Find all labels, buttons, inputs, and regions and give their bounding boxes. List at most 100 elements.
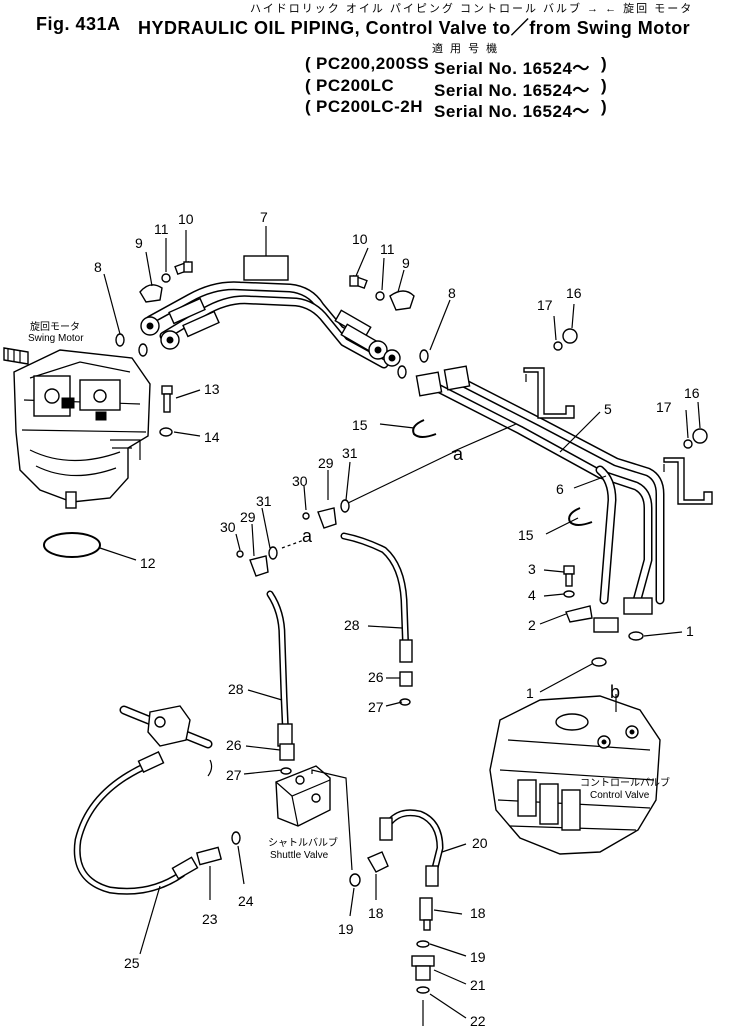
callout-11-left: 11 [154, 221, 169, 237]
model-serial-3: Serial No. 16524～ [434, 102, 590, 121]
split-flange-left [593, 617, 619, 633]
pipe-assembly-5-6 [415, 365, 665, 609]
connection-line-a-lower [281, 539, 305, 549]
o-ring-24 [231, 831, 241, 845]
o-ring-8-left-b [138, 343, 148, 357]
elbow-29-lower [249, 555, 269, 577]
callout-6: 6 [556, 481, 564, 497]
o-ring-31-upper [340, 499, 350, 513]
o-ring-19-upper [349, 873, 361, 887]
bolt-10-right [349, 274, 368, 290]
o-ring-1-right [628, 631, 644, 641]
nut-16-upper [562, 328, 578, 344]
callout-20: 20 [472, 835, 488, 851]
remote-port-block [119, 705, 213, 777]
callout-13: 13 [204, 381, 220, 397]
split-flange-right [623, 597, 653, 615]
o-ring-12 [43, 532, 101, 558]
shuttle-leader [311, 769, 353, 871]
model-serial-2: Serial No. 16524～ [434, 81, 590, 100]
hose-25 [73, 750, 199, 895]
model-paren-right-1: ) [601, 54, 608, 73]
callout-15-upper: 15 [352, 417, 368, 433]
model-paren-left-1: ( [305, 54, 312, 73]
callout-19-lower: 19 [470, 949, 486, 965]
callout-29-lower: 29 [240, 509, 256, 525]
connection-letter-b: b [610, 682, 620, 702]
washer-11-right [375, 291, 385, 301]
o-ring-8-right [397, 365, 407, 379]
clamp-2 [565, 605, 593, 623]
callout-4: 4 [528, 587, 536, 603]
shuttle-valve-label: Shuttle Valve [270, 850, 329, 861]
callout-9-right: 9 [402, 255, 410, 271]
o-ring-19-lower [416, 940, 430, 948]
callout-21: 21 [470, 977, 486, 993]
hose-28-right [340, 532, 413, 663]
callout-11-right: 11 [380, 241, 395, 257]
model-name-2: PC200LC [316, 76, 395, 95]
connector-26-right [399, 671, 413, 687]
model-serial-1: Serial No. 16524～ [434, 59, 590, 78]
callout-17-lower: 17 [656, 399, 672, 415]
callout-1-right: 1 [686, 623, 694, 639]
bolt-13 [161, 385, 173, 413]
connection-line-a-upper [345, 449, 459, 505]
callout-16-upper: 16 [566, 285, 582, 301]
o-ring-8-left [115, 333, 125, 347]
callout-14: 14 [204, 429, 220, 445]
connection-letter-a-upper: a [453, 444, 464, 464]
o-ring-31-lower [268, 546, 278, 560]
model-name-3: PC200LC-2H [316, 97, 424, 116]
callout-8-left: 8 [94, 259, 102, 275]
shuttle-valve-jp-label: シャトルバルブ [268, 836, 338, 849]
callout-30-lower: 30 [220, 519, 236, 535]
model-paren-right-2: ) [601, 76, 608, 95]
washer-17-upper [553, 341, 563, 351]
plug-30-lower [236, 550, 244, 558]
clamp-15-upper [412, 419, 437, 438]
washer-4 [563, 590, 575, 598]
nut-16-lower [692, 428, 708, 444]
callout-22: 22 [470, 1013, 486, 1029]
pipe-assembly-7 [140, 255, 401, 369]
clamp-15-lower [568, 507, 593, 526]
callout-25: 25 [124, 955, 140, 971]
bolt-10-left [174, 260, 193, 276]
o-ring-1-left [591, 657, 607, 667]
control-valve-label: Control Valve [590, 790, 650, 801]
callout-9-left: 9 [135, 235, 143, 251]
callout-8-right: 8 [448, 285, 456, 301]
leader-lines [99, 226, 701, 1019]
washer-17-lower [683, 439, 693, 449]
o-ring-27-left [280, 767, 292, 775]
model-name-1: PC200,200SS [316, 54, 430, 73]
callout-5: 5 [604, 401, 612, 417]
callout-19-upper: 19 [338, 921, 354, 937]
connection-letter-a-lower: a [302, 526, 313, 546]
callout-27-left: 27 [226, 767, 242, 783]
callout-23: 23 [202, 911, 218, 927]
callout-16-lower: 16 [684, 385, 700, 401]
swing-motor-label: Swing Motor [28, 333, 84, 344]
hose-20 [379, 809, 444, 887]
elbow-18-right [419, 897, 433, 931]
applicability-label: 適 用 号 機 [432, 43, 500, 55]
elbow-18-left [367, 851, 389, 873]
half-clamp-9-right [389, 290, 415, 311]
half-clamp-9-left [139, 284, 163, 303]
model-paren-right-3: ) [601, 97, 608, 116]
bracket-lower [663, 457, 713, 505]
washer-11-left [161, 273, 171, 283]
callout-24: 24 [238, 893, 254, 909]
callout-17-upper: 17 [537, 297, 553, 313]
o-ring-22 [416, 986, 430, 994]
o-ring-8-right-b [419, 349, 429, 363]
control-valve: コントロールバルブ Control Valve [489, 695, 670, 855]
bolt-3 [563, 565, 575, 587]
swing-motor: 旋回モータ Swing Motor [3, 320, 151, 509]
shuttle-valve: シャトルバルブ Shuttle Valve [268, 765, 338, 861]
callout-31-lower: 31 [256, 493, 272, 509]
